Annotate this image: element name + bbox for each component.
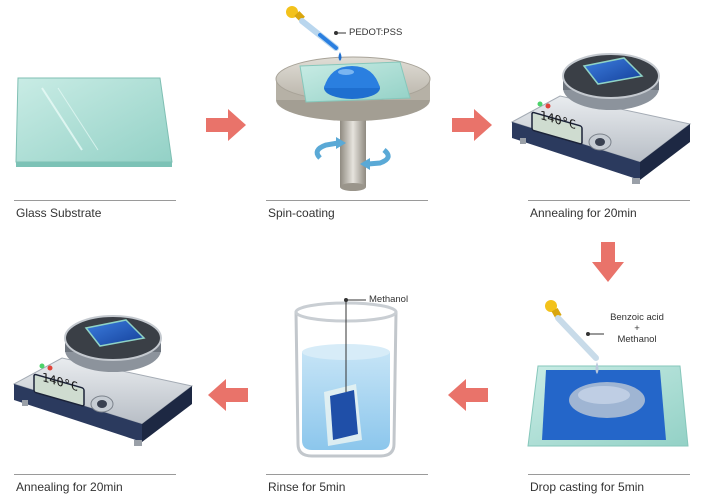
- glass-substrate: [15, 77, 173, 167]
- rotation-icon: [314, 137, 391, 170]
- step-caption-drop-casting: Drop casting for 5min: [530, 480, 645, 494]
- methanol-label: Methanol: [369, 294, 409, 305]
- pedot-leader: [334, 31, 346, 35]
- spin-coater: [275, 52, 431, 191]
- caption-rule: [266, 474, 428, 475]
- step-caption-glass-substrate: Glass Substrate: [16, 206, 102, 220]
- benzoic-acid-line1: Benzoic acid: [610, 312, 664, 323]
- step-caption-spin-coating: Spin-coating: [268, 206, 335, 220]
- benzoic-acid-line2: Methanol: [617, 334, 657, 345]
- arrow-right-icon: [206, 109, 246, 141]
- hot-plate: [12, 315, 194, 446]
- step-caption-annealing-2: Annealing for 20min: [16, 480, 123, 494]
- pedot-label: PEDOT:PSS: [349, 27, 403, 38]
- caption-rule: [266, 200, 428, 201]
- step-caption-rinse: Rinse for 5min: [268, 480, 346, 494]
- step-caption-annealing-1: Annealing for 20min: [530, 206, 637, 220]
- drop-casting-substrate: [527, 362, 689, 447]
- benzoic-leader: [586, 332, 604, 336]
- hot-plate: [510, 53, 692, 184]
- caption-rule: [528, 200, 690, 201]
- arrow-right-icon: [452, 109, 492, 141]
- benzoic-acid-plus: +: [634, 323, 640, 334]
- benzoic-acid-label: Benzoic acid + Methanol: [606, 312, 668, 345]
- arrow-down-icon: [592, 242, 624, 282]
- pipette-icon: [286, 6, 339, 51]
- caption-rule: [14, 474, 176, 475]
- rinse-beaker: [294, 298, 398, 458]
- caption-rule: [14, 200, 176, 201]
- arrow-left-icon: [448, 379, 488, 411]
- caption-rule: [528, 474, 690, 475]
- pipette-icon: [545, 300, 599, 361]
- arrow-left-icon: [208, 379, 248, 411]
